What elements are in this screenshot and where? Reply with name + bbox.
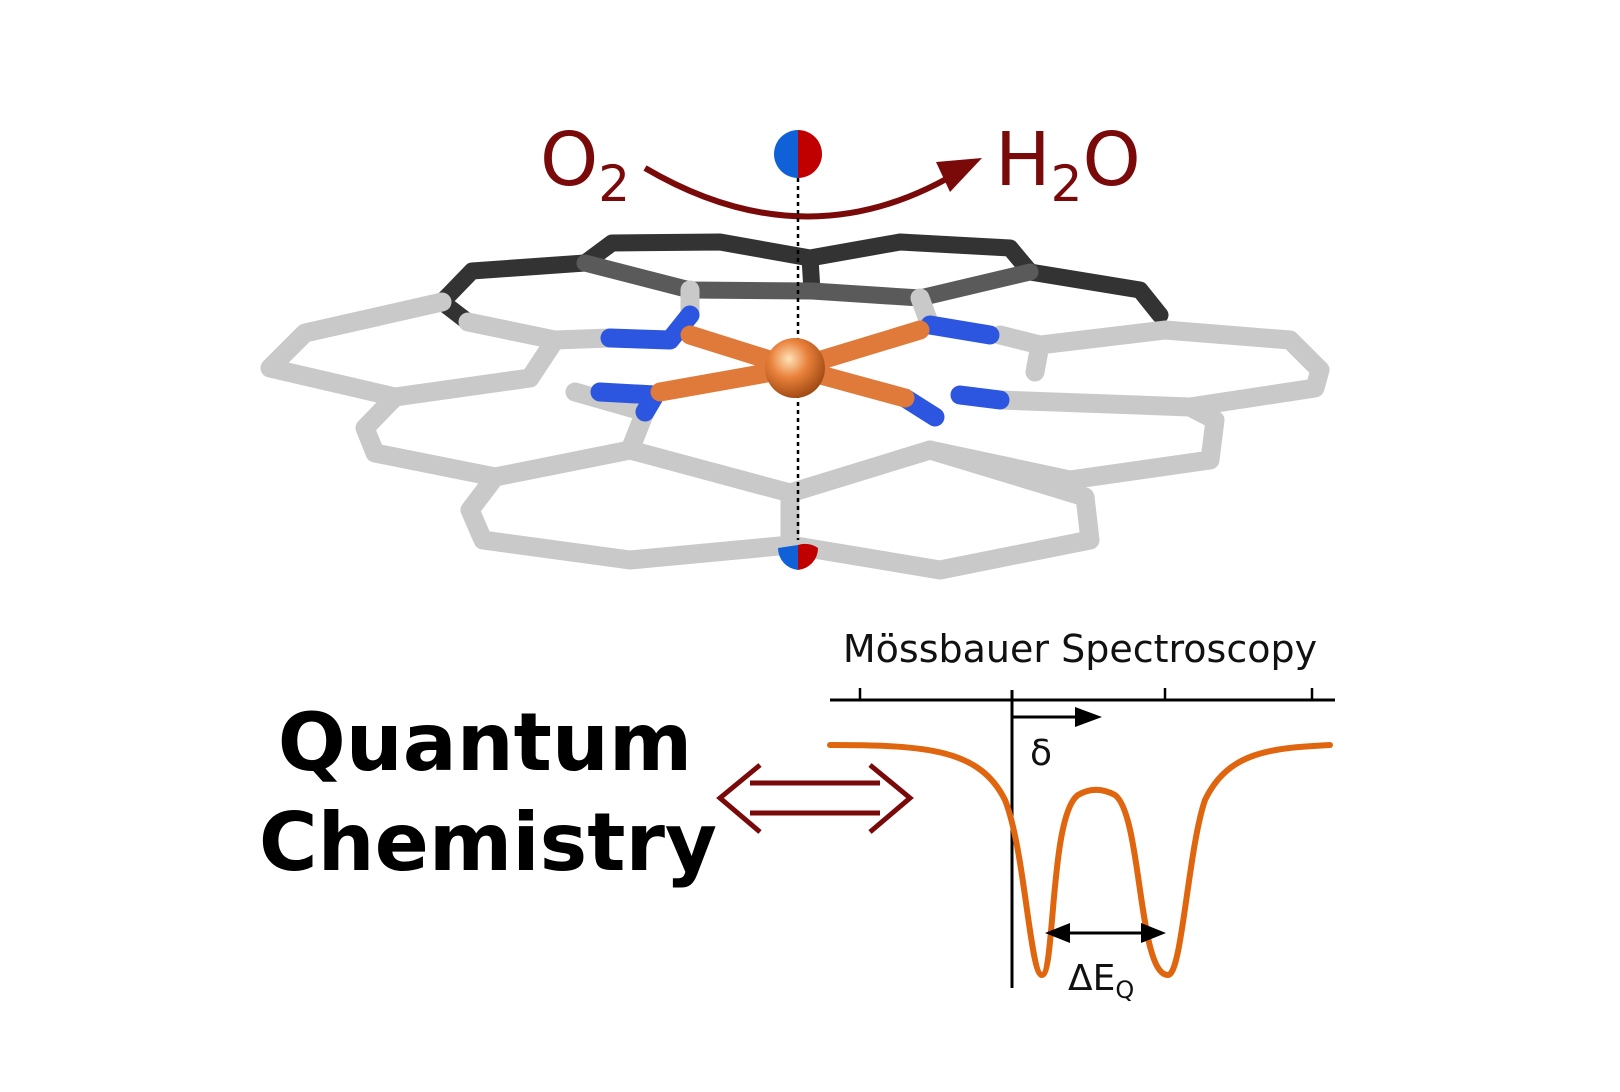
quadrupole-arrowhead-left	[1045, 923, 1070, 943]
spectrum-curve	[827, 742, 1333, 979]
spectrum-title: Mössbauer Spectroscopy	[843, 627, 1317, 671]
reaction-arrow	[643, 165, 967, 220]
isomer-shift-arrowhead	[1075, 707, 1102, 727]
mossbauer-spectrum: Mössbauer Spectroscopy δ ΔEQ	[827, 627, 1335, 1004]
reaction-arrowhead	[936, 158, 982, 192]
carbon-bonds	[260, 280, 1330, 580]
iron-atom	[765, 338, 825, 398]
double-arrow	[716, 763, 914, 834]
qc-line1: Quantum	[278, 696, 692, 789]
spin-symbol-bottom	[777, 543, 819, 570]
isomer-shift-label: δ	[1030, 733, 1052, 774]
back-carbon-bonds	[433, 233, 1169, 331]
spin-symbol-top	[774, 130, 822, 178]
reaction-header: O2 H2O	[540, 117, 1141, 220]
product-h2o: H2O	[995, 117, 1141, 213]
reactant-o2: O2	[540, 117, 630, 213]
quadrupole-splitting-label: ΔEQ	[1068, 958, 1134, 1004]
qc-line2: Chemistry	[259, 796, 717, 889]
back-carbon-bonds-shade	[576, 254, 1039, 307]
quantum-chemistry-label: Quantum Chemistry	[259, 696, 717, 889]
quadrupole-arrowhead-right	[1141, 923, 1166, 943]
graphene-sheet	[260, 233, 1330, 580]
